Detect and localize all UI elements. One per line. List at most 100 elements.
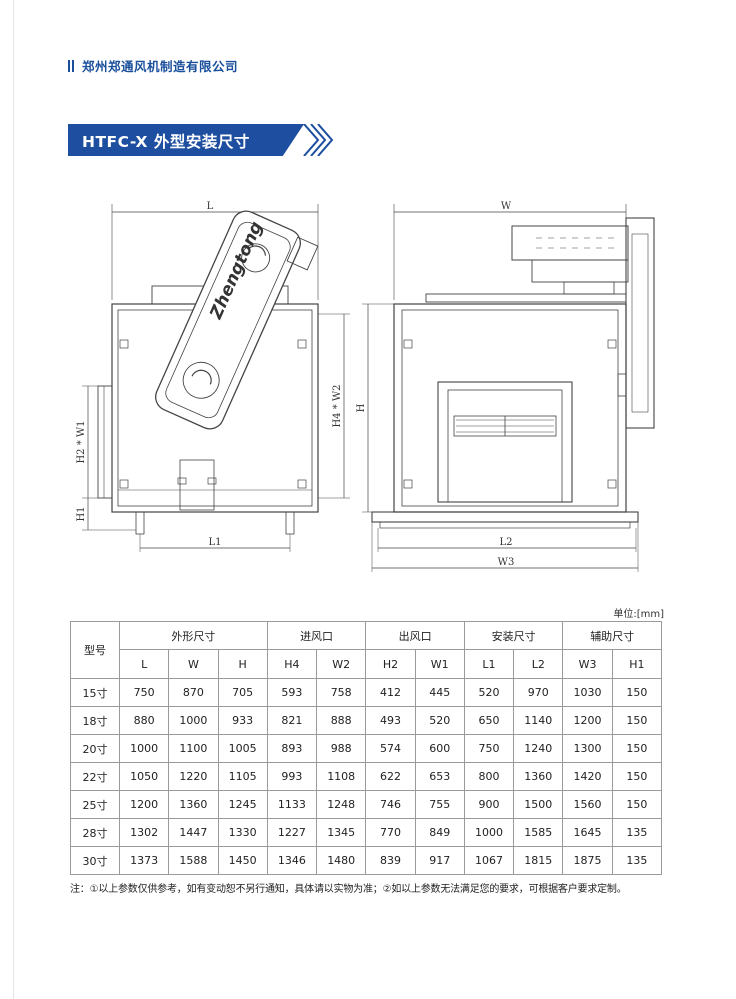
column-header: L2: [513, 649, 564, 679]
group-header: 进风口: [266, 621, 367, 650]
table-group-header-row: 型号 外形尺寸 进风口 出风口 安装尺寸 辅助尺寸: [70, 621, 662, 679]
value-cell: 880: [118, 706, 170, 735]
value-cell: 1480: [316, 846, 367, 875]
model-cell: 20寸: [70, 734, 120, 763]
column-header: H1: [611, 649, 663, 679]
spec-table: 型号 外形尺寸 进风口 出风口 安装尺寸 辅助尺寸 L W H H4 W2 H2…: [70, 621, 663, 875]
value-cell: 622: [365, 762, 416, 791]
value-cell: 1875: [562, 846, 613, 875]
value-cell: 150: [611, 678, 663, 707]
group-header: 辅助尺寸: [562, 621, 662, 650]
section-banner: [68, 124, 304, 156]
value-cell: 593: [266, 678, 318, 707]
value-cell: 1005: [217, 734, 268, 763]
value-cell: 1420: [562, 762, 613, 791]
model-header: 型号: [70, 621, 120, 679]
value-cell: 746: [365, 790, 416, 819]
value-cell: 1300: [562, 734, 613, 763]
unit-label: 单位:[mm]: [613, 609, 664, 620]
value-cell: 750: [463, 734, 515, 763]
value-cell: 650: [463, 706, 515, 735]
value-cell: 493: [365, 706, 416, 735]
model-cell: 30寸: [70, 846, 120, 875]
label-W: W: [501, 201, 512, 212]
company-header: 郑州郑通风机制造有限公司: [68, 56, 238, 75]
label-H2-W1: H2 * W1: [76, 420, 87, 463]
value-cell: 150: [611, 734, 663, 763]
value-cell: 1200: [562, 706, 613, 735]
value-cell: 1140: [513, 706, 564, 735]
value-cell: 758: [316, 678, 367, 707]
value-cell: 1815: [513, 846, 564, 875]
value-cell: 821: [266, 706, 318, 735]
value-cell: 1500: [513, 790, 564, 819]
right-view: [362, 204, 655, 572]
value-cell: 750: [118, 678, 170, 707]
value-cell: 888: [316, 706, 367, 735]
label-H4-W2: H4 * W2: [332, 384, 343, 427]
value-cell: 1360: [513, 762, 564, 791]
value-cell: 1345: [316, 818, 367, 847]
value-cell: 900: [463, 790, 515, 819]
header-bars-icon: [68, 59, 74, 72]
value-cell: 1220: [168, 762, 219, 791]
model-cell: 25寸: [70, 790, 120, 819]
company-name: 郑州郑通风机制造有限公司: [82, 59, 239, 74]
column-header: L: [118, 649, 170, 679]
column-header: H4: [266, 649, 318, 679]
model-cell: 18寸: [70, 706, 120, 735]
value-cell: 1248: [316, 790, 367, 819]
value-cell: 574: [365, 734, 416, 763]
value-cell: 1560: [562, 790, 613, 819]
model-cell: 22寸: [70, 762, 120, 791]
value-cell: 600: [414, 734, 465, 763]
value-cell: 1100: [168, 734, 219, 763]
installation-drawing: Zhengtong: [76, 201, 655, 572]
value-cell: 520: [414, 706, 465, 735]
value-cell: 917: [414, 846, 465, 875]
value-cell: 988: [316, 734, 367, 763]
value-cell: 1108: [316, 762, 367, 791]
column-header: W2: [316, 649, 367, 679]
value-cell: 1645: [562, 818, 613, 847]
label-L2: L2: [499, 537, 512, 548]
value-cell: 933: [217, 706, 268, 735]
value-cell: 1360: [168, 790, 219, 819]
value-cell: 1105: [217, 762, 268, 791]
value-cell: 150: [611, 790, 663, 819]
value-cell: 445: [414, 678, 465, 707]
value-cell: 993: [266, 762, 318, 791]
label-H: H: [356, 403, 367, 412]
value-cell: 800: [463, 762, 515, 791]
value-cell: 150: [611, 762, 663, 791]
column-header: W1: [414, 649, 465, 679]
value-cell: 1067: [463, 846, 515, 875]
value-cell: 150: [611, 706, 663, 735]
value-cell: 1245: [217, 790, 268, 819]
label-L: L: [207, 201, 214, 212]
value-cell: 1200: [118, 790, 170, 819]
group-header: 安装尺寸: [463, 621, 564, 650]
column-header: L1: [463, 649, 515, 679]
value-cell: 1240: [513, 734, 564, 763]
value-cell: 135: [611, 846, 663, 875]
value-cell: 1000: [118, 734, 170, 763]
value-cell: 1447: [168, 818, 219, 847]
value-cell: 755: [414, 790, 465, 819]
column-header: H2: [365, 649, 416, 679]
group-header: 外形尺寸: [119, 621, 268, 650]
section-title: HTFC-X 外型安装尺寸: [82, 133, 250, 151]
column-header: W: [168, 649, 219, 679]
value-cell: 1450: [217, 846, 268, 875]
value-cell: 839: [365, 846, 416, 875]
table-column-header-row: L W H H4 W2 H2 W1 L1 L2 W3 H1: [71, 649, 663, 679]
value-cell: 1373: [118, 846, 170, 875]
label-L1: L1: [208, 537, 221, 548]
value-cell: 1000: [463, 818, 515, 847]
value-cell: 653: [414, 762, 465, 791]
